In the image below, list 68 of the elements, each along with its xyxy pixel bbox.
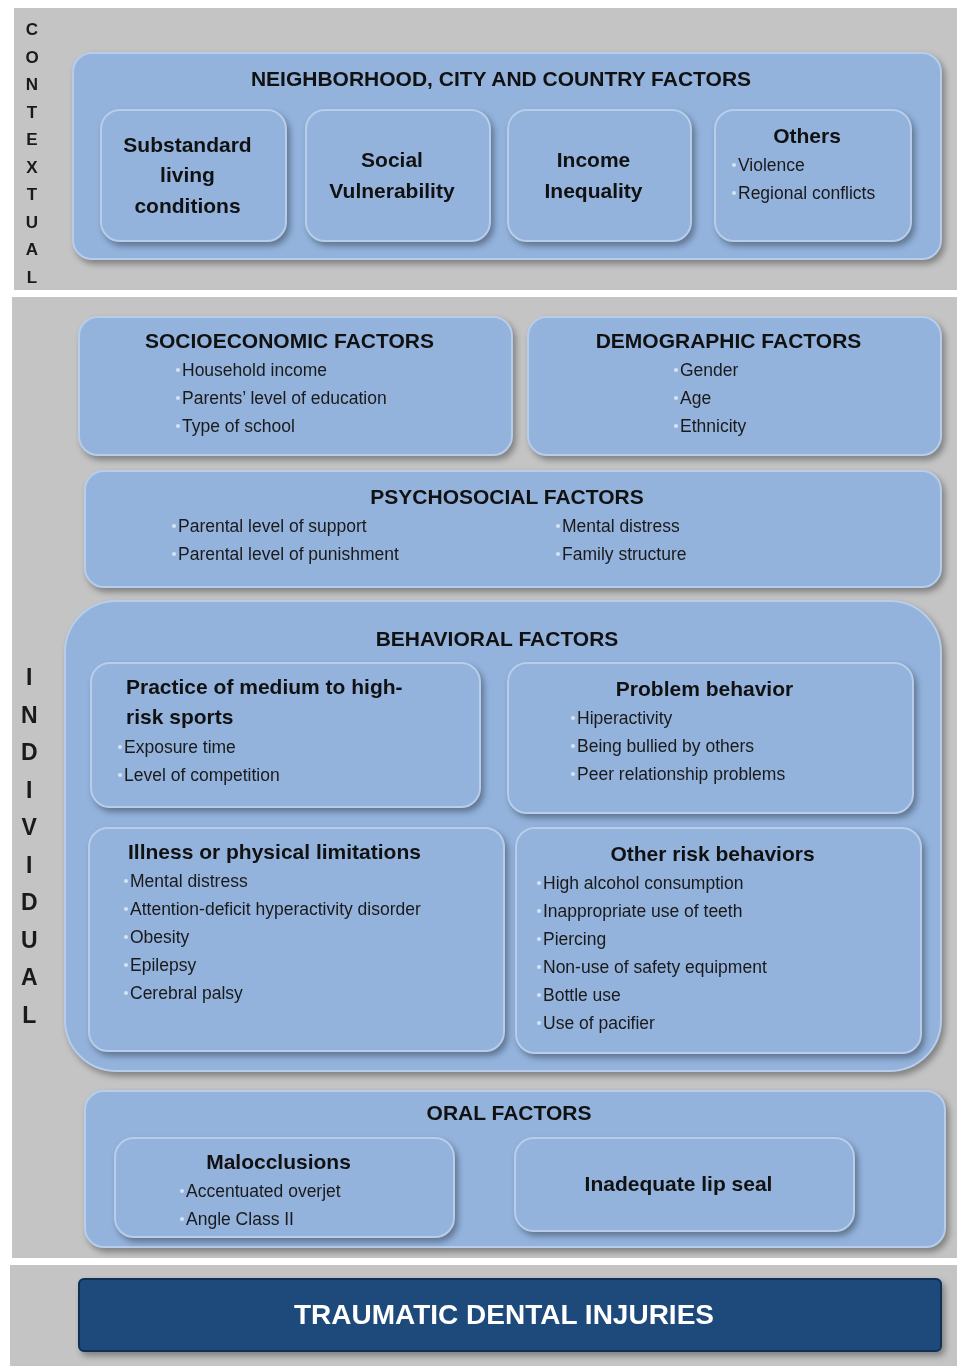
box-heading: ORAL FACTORS [426,1100,593,1126]
box-heading: Inadequate lip seal [584,1171,774,1198]
factor-box [515,827,922,1054]
factor-box [78,316,513,456]
group-panel [72,52,942,260]
section-band [12,297,957,1258]
box-heading: Substandard living conditions [122,131,253,219]
factor-box [507,662,914,814]
box-heading: NEIGHBORHOOD, CITY AND COUNTRY FACTORS [250,66,753,92]
factor-box [100,109,287,242]
box-heading: Malocclusions [206,1149,352,1175]
bullet-item: Regional conflicts [738,182,876,206]
box-heading: Others [773,123,842,149]
bullet-item: Parental level of support [178,515,367,539]
bullet-item: Epilepsy [130,954,197,978]
bullet-item: Type of school [182,415,295,439]
box-heading: Social Vulnerability [328,147,456,204]
box-heading: BEHAVIORAL FACTORS [375,626,620,652]
bullet-item: Attention-deficit hyperactivity disorder [130,898,421,922]
factor-box [507,109,692,242]
bullet-item: Level of competition [124,763,280,787]
box-heading: Illness or physical limitations [127,839,421,865]
box-heading: PSYCHOSOCIAL FACTORS [370,484,645,510]
bullet-item: Violence [738,154,805,178]
box-heading: Problem behavior [615,676,795,702]
box-heading: TRAUMATIC DENTAL INJURIES [294,1297,715,1332]
bullet-item: Gender [680,359,739,383]
bullet-item: Inappropriate use of teeth [543,900,743,924]
bullet-item: Piercing [543,928,607,952]
factor-box [90,662,481,808]
group-panel [84,1090,946,1248]
bullet-item: Bottle use [543,984,621,1008]
bullet-item: Use of pacifier [543,1012,655,1036]
bullet-item: Mental distress [562,515,680,539]
bullet-item: Mental distress [130,870,248,894]
bullet-item: Exposure time [124,735,236,759]
bullet-item: Age [680,387,712,411]
box-heading: Other risk behaviors [610,841,816,867]
bullet-item: Accentuated overjet [186,1180,341,1204]
outcome-box [78,1278,942,1352]
factor-box [527,316,942,456]
bullet-item: Parents’ level of education [182,387,387,411]
bullet-item: Ethnicity [680,415,747,439]
bullet-item: Obesity [130,926,190,950]
box-heading: SOCIOECONOMIC FACTORS [145,328,435,354]
bullet-item: Family structure [562,543,687,567]
factor-box [514,1137,855,1232]
bullet-item: Non-use of safety equipment [543,956,767,980]
bullet-item: Hiperactivity [577,707,673,731]
box-heading: Practice of medium to high-risk sports [125,674,404,731]
section-label: INDIVIDUAL [20,663,38,1030]
bullet-item: Being bullied by others [577,735,755,759]
factor-box [84,470,942,588]
bullet-item: Cerebral palsy [130,982,243,1006]
section-label: CONTEXTUAL [25,19,39,289]
bullet-item: High alcohol consumption [543,872,744,896]
factor-box [305,109,491,242]
factor-box [714,109,912,242]
bullet-item: Angle Class II [186,1208,294,1232]
bullet-item: Parental level of punishment [178,543,399,567]
bullet-item: Household income [182,359,327,383]
box-heading: Income Inequality [543,147,644,204]
box-heading: DEMOGRAPHIC FACTORS [595,328,863,354]
bullet-item: Peer relationship problems [577,763,786,787]
section-band [14,8,957,290]
group-panel [64,600,942,1072]
factor-box [88,827,505,1052]
factor-box [114,1137,455,1238]
